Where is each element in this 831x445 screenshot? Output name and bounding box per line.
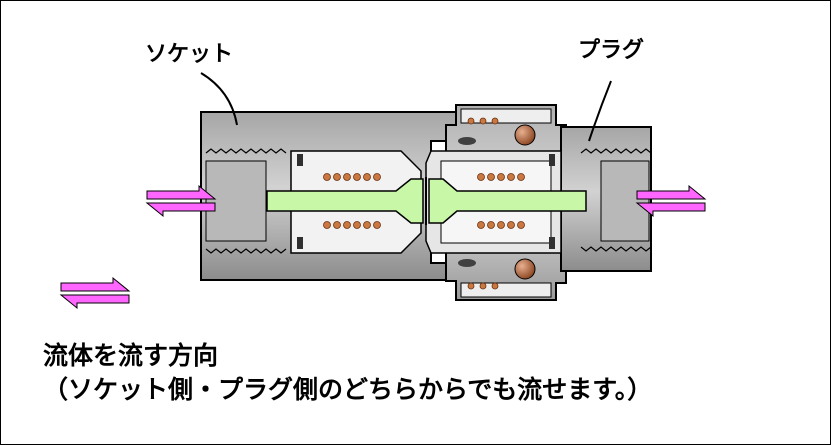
valve-stems <box>266 177 587 225</box>
plug-label: プラグ <box>578 37 644 63</box>
flow-direction-caption: 流体を流す方向 （ソケット側・プラグ側のどちらからでも流せます。） <box>43 339 652 407</box>
bidirectional-arrow-icon <box>635 184 707 218</box>
caption-line-2: （ソケット側・プラグ側のどちらからでも流せます。） <box>43 375 653 404</box>
springs <box>323 117 525 290</box>
bidirectional-arrow-icon <box>59 276 131 310</box>
seal-rings <box>297 137 555 267</box>
socket-label: ソケット <box>145 42 233 67</box>
leader-lines <box>200 72 612 142</box>
caption-line-1: 流体を流す方向 <box>43 341 219 370</box>
lock-balls <box>514 124 536 280</box>
bidirectional-arrow-icon <box>145 184 217 218</box>
